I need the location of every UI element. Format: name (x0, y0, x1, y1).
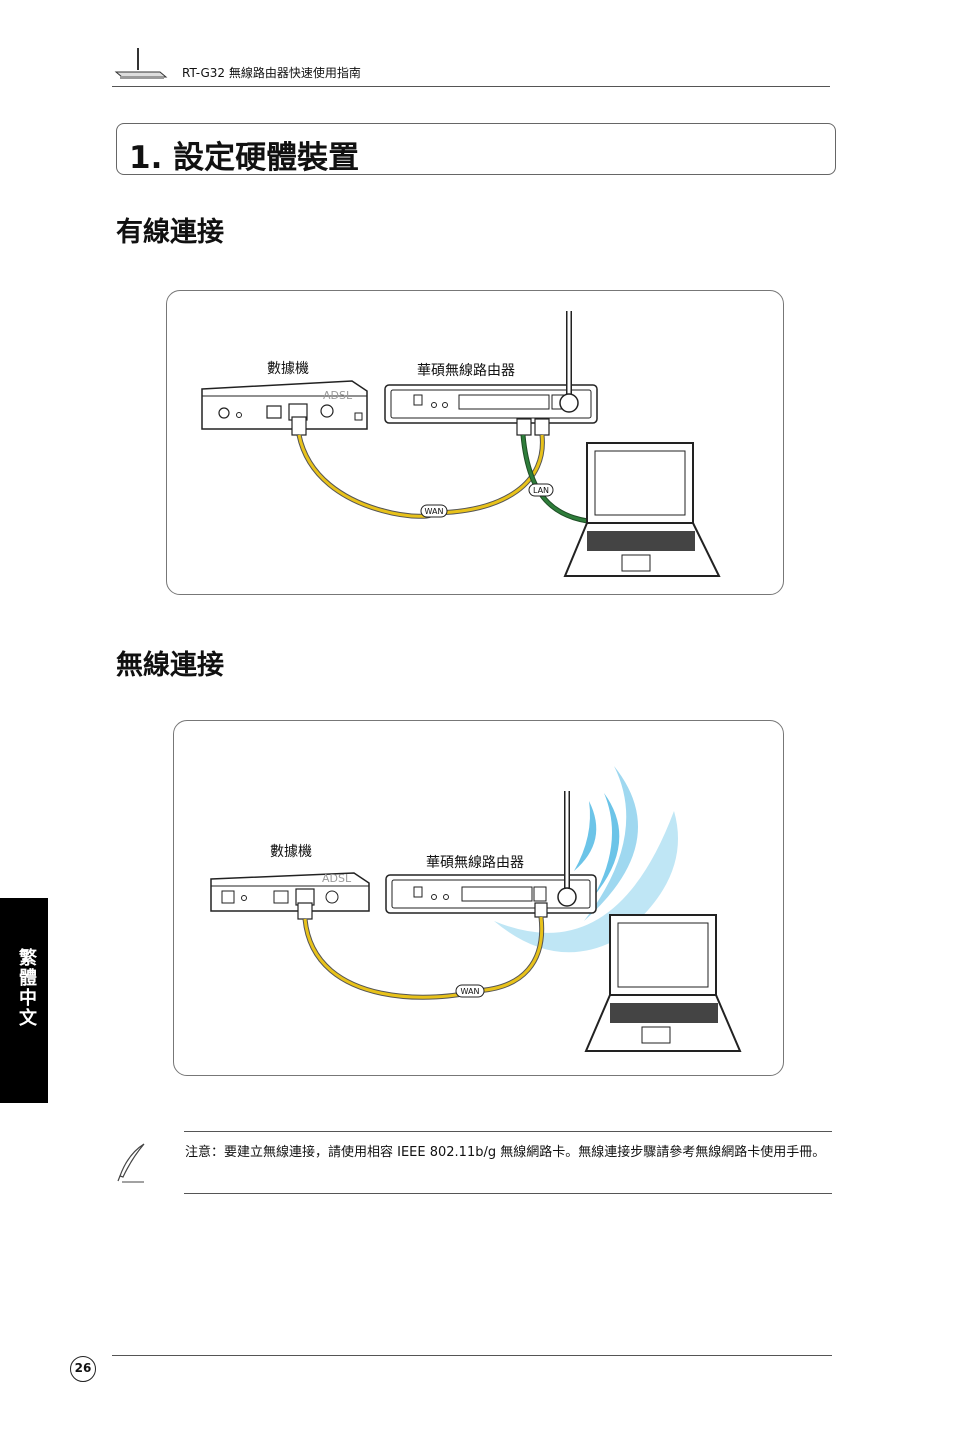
lan-tag-shape (528, 483, 554, 497)
modem-device: ADSL (201, 380, 368, 430)
header-divider (112, 86, 830, 87)
laptop-wireless (584, 914, 742, 1052)
wireless-section-title: 無線連接 (116, 650, 224, 681)
language-side-tab-text: 繁體中文 (16, 948, 37, 1028)
wan-tag-wireless: WAN (461, 987, 480, 996)
lan-tag: LAN (533, 486, 549, 495)
wan-tag-shape-wireless (455, 984, 485, 998)
router-wan-plug (534, 418, 550, 436)
note-bottom-divider (184, 1193, 832, 1194)
chapter-title-box: 1. 設定硬體裝置 (116, 123, 836, 176)
wan-tag: WAN (425, 507, 444, 516)
wired-section-title: 有線連接 (116, 217, 224, 248)
router-label: 華碩無線路由器 (417, 363, 515, 379)
modem-device-wireless: ADSL (210, 872, 370, 912)
note-text: 注意：要建立無線連接，請使用相容 IEEE 802.11b/g 無線網路卡。無線… (185, 1145, 826, 1160)
header-router-icon (114, 44, 174, 82)
router-lan-plug (516, 418, 532, 436)
laptop-wired (563, 442, 721, 577)
wan-cable (297, 434, 544, 518)
modem-wan-plug (291, 416, 307, 436)
modem-brand-text-wireless: ADSL (322, 872, 352, 885)
router-wan-plug-wireless (534, 902, 548, 918)
router-device (384, 311, 598, 424)
modem-brand-text: ADSL (323, 389, 353, 402)
header-title: RT-G32 無線路由器快速使用指南 (182, 66, 361, 80)
page-number: 26 (70, 1356, 96, 1382)
modem-label-wireless: 數據機 (270, 844, 312, 860)
chapter-title: 1. 設定硬體裝置 (129, 140, 360, 176)
modem-label: 數據機 (267, 361, 309, 377)
note-top-divider (184, 1131, 832, 1132)
wan-tag-shape (420, 504, 448, 518)
wireless-diagram: ADSL WAN 數據機 華碩無線路 (173, 720, 784, 1076)
note-pen-icon (114, 1142, 148, 1184)
language-side-tab: 繁體中文 (0, 898, 48, 1103)
router-label-wireless: 華碩無線路由器 (426, 855, 524, 871)
wired-diagram: ADSL (166, 290, 784, 595)
router-device-wireless (385, 791, 597, 914)
modem-wan-plug-wireless (297, 902, 313, 920)
wan-cable-outline (296, 434, 545, 519)
footer-divider (112, 1355, 832, 1356)
